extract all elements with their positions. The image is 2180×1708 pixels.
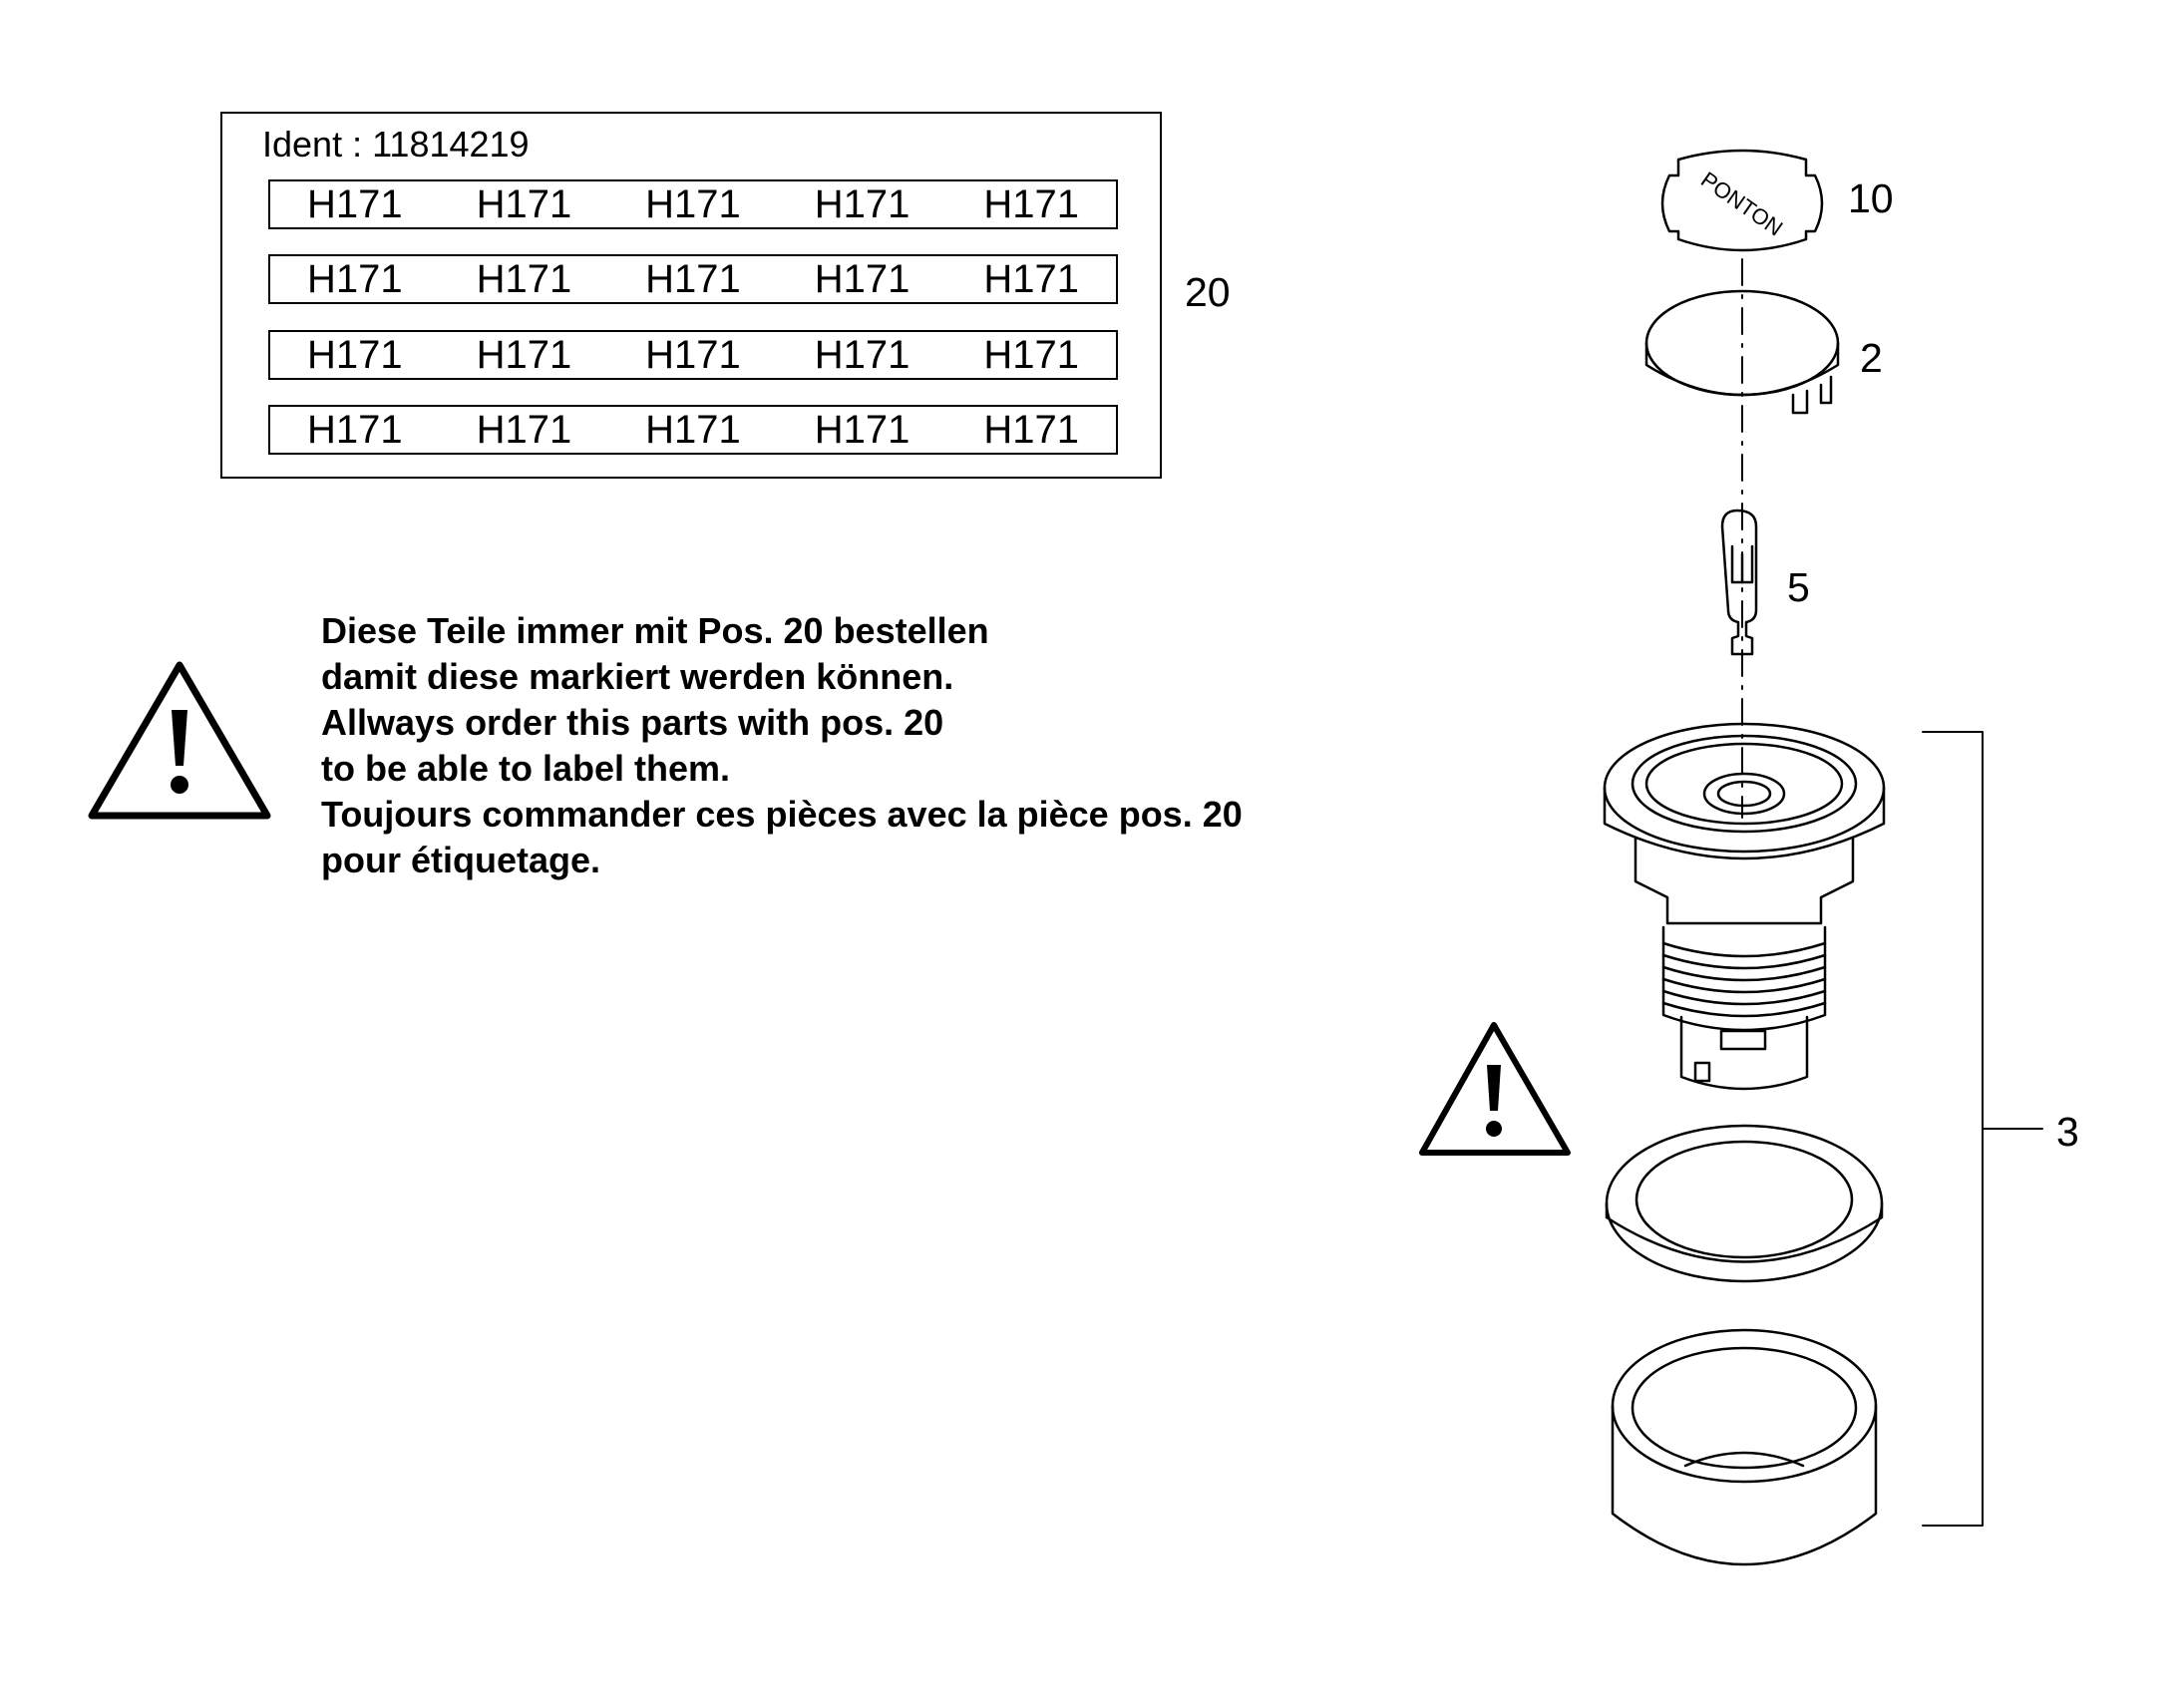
- label-code: H171: [306, 256, 403, 301]
- callout-20: 20: [1185, 269, 1231, 315]
- order-notice: Diese Teile immer mit Pos. 20 bestellen …: [321, 608, 1243, 883]
- label-code: H171: [476, 332, 572, 377]
- label-code: H171: [306, 181, 403, 226]
- label-code: H171: [814, 332, 910, 377]
- callout-2: 2: [1860, 335, 1883, 381]
- notice-line: Diese Teile immer mit Pos. 20 bestellen: [321, 610, 989, 651]
- label-code: H171: [983, 181, 1079, 226]
- label-sheet: Ident : 11814219 H171 H171 H171 H171 H17…: [220, 112, 1162, 479]
- notice-line: pour étiquetage.: [321, 840, 601, 880]
- label-code: H171: [476, 181, 572, 226]
- label-code: H171: [983, 332, 1079, 377]
- cap-label-part: PONTON: [1660, 149, 1824, 252]
- label-code: H171: [645, 256, 741, 301]
- notice-line: damit diese markiert werden können.: [321, 656, 954, 697]
- cap-label-text: PONTON: [1696, 167, 1787, 240]
- bulb-part: [1720, 509, 1758, 656]
- warning-triangle-icon: [88, 661, 271, 820]
- label-code: H171: [983, 256, 1079, 301]
- label-code: H171: [983, 407, 1079, 452]
- callout-10: 10: [1848, 175, 1894, 221]
- label-code: H171: [645, 407, 741, 452]
- label-code: H171: [645, 332, 741, 377]
- assembly-bracket: [1922, 731, 2043, 1527]
- label-strip: H171 H171 H171 H171 H171: [268, 254, 1118, 304]
- callout-5: 5: [1787, 564, 1810, 610]
- label-code: H171: [306, 407, 403, 452]
- seal-ring-part: [1605, 1124, 1884, 1283]
- callout-3: 3: [2056, 1109, 2079, 1155]
- label-strip: H171 H171 H171 H171 H171: [268, 330, 1118, 380]
- label-strip: H171 H171 H171 H171 H171: [268, 179, 1118, 229]
- notice-line: Toujours commander ces pièces avec la pi…: [321, 794, 1243, 835]
- switch-housing-part: [1603, 722, 1886, 1091]
- label-code: H171: [814, 181, 910, 226]
- ident-number: Ident : 11814219: [262, 124, 530, 165]
- label-code: H171: [476, 256, 572, 301]
- label-code: H171: [814, 407, 910, 452]
- lens-cap-part: [1644, 289, 1840, 415]
- label-code: H171: [306, 332, 403, 377]
- mounting-sleeve-part: [1611, 1328, 1878, 1566]
- label-code: H171: [814, 256, 910, 301]
- warning-triangle-icon: [1419, 1022, 1571, 1156]
- label-strip: H171 H171 H171 H171 H171: [268, 405, 1118, 455]
- label-code: H171: [476, 407, 572, 452]
- label-code: H171: [645, 181, 741, 226]
- notice-line: Allways order this parts with pos. 20: [321, 702, 944, 743]
- notice-line: to be able to label them.: [321, 748, 731, 789]
